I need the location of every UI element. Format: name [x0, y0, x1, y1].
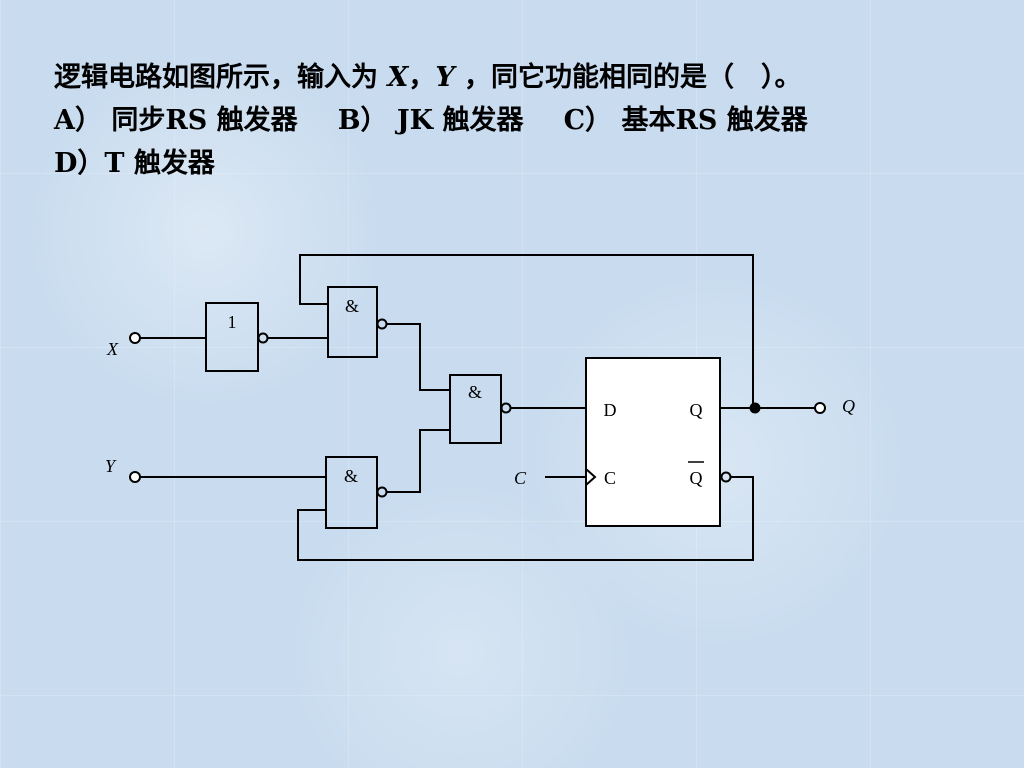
ff-d-label: D	[604, 400, 617, 420]
not-gate: 1	[205, 302, 269, 372]
wire-and2-to-and3	[387, 429, 450, 493]
var-x: X	[387, 62, 409, 93]
stem-after: ，同它功能相同的是（ ）。	[454, 62, 802, 93]
option-c: C） 基本RS 触发器	[563, 105, 808, 136]
input-x-label: X	[106, 339, 119, 359]
ff-q-label: Q	[690, 400, 703, 420]
option-b: B） JK 触发器	[337, 105, 524, 136]
wires	[140, 254, 815, 561]
nand-gate-bottom-symbol: &	[344, 466, 358, 486]
nand-gate-bottom-bubble	[376, 486, 388, 498]
stem-before: 逻辑电路如图所示，输入为	[54, 62, 388, 93]
input-x-terminal	[129, 332, 141, 344]
output-q-label: Q	[842, 396, 855, 416]
nand-gate-top-symbol: &	[345, 296, 359, 316]
junction-dot	[749, 402, 761, 414]
question-stem: 逻辑电路如图所示，输入为 X，Y ，同它功能相同的是（ ）。	[54, 56, 1014, 99]
output-q-terminal	[814, 402, 826, 414]
input-y-terminal	[129, 471, 141, 483]
options-row-2: D）T 触发器	[54, 142, 1014, 185]
nand-gate-middle: &	[449, 374, 512, 444]
option-a: A） 同步RS 触发器	[54, 105, 298, 136]
wire-and1-to-and3	[387, 323, 450, 391]
question-text: 逻辑电路如图所示，输入为 X，Y ，同它功能相同的是（ ）。 A） 同步RS 触…	[54, 56, 1014, 185]
not-gate-bubble	[257, 332, 269, 344]
input-y-label: Y	[105, 456, 117, 476]
ff-qbar-label: Q	[690, 468, 703, 488]
nand-gate-bottom: &	[325, 456, 388, 529]
wire-q-feedback	[299, 254, 754, 408]
nand-gate-top-bubble	[376, 318, 388, 330]
wire-qbar-feedback	[297, 476, 754, 561]
d-flip-flop-body	[585, 357, 721, 527]
separator: ，	[408, 62, 436, 93]
ff-c-label: C	[604, 468, 616, 488]
var-y: Y	[435, 62, 455, 93]
not-gate-symbol: 1	[228, 312, 237, 332]
nand-gate-middle-symbol: &	[468, 382, 482, 402]
clock-label: C	[514, 468, 527, 488]
nand-gate-top: &	[327, 286, 388, 358]
clock-edge-marker	[585, 468, 597, 486]
options-row-1: A） 同步RS 触发器 B） JK 触发器 C） 基本RS 触发器	[54, 99, 1014, 142]
qbar-output-bubble	[720, 471, 732, 483]
option-d: D）T 触发器	[54, 148, 215, 179]
nand-gate-middle-bubble	[500, 402, 512, 414]
d-flip-flop: D C Q Q	[585, 357, 732, 527]
